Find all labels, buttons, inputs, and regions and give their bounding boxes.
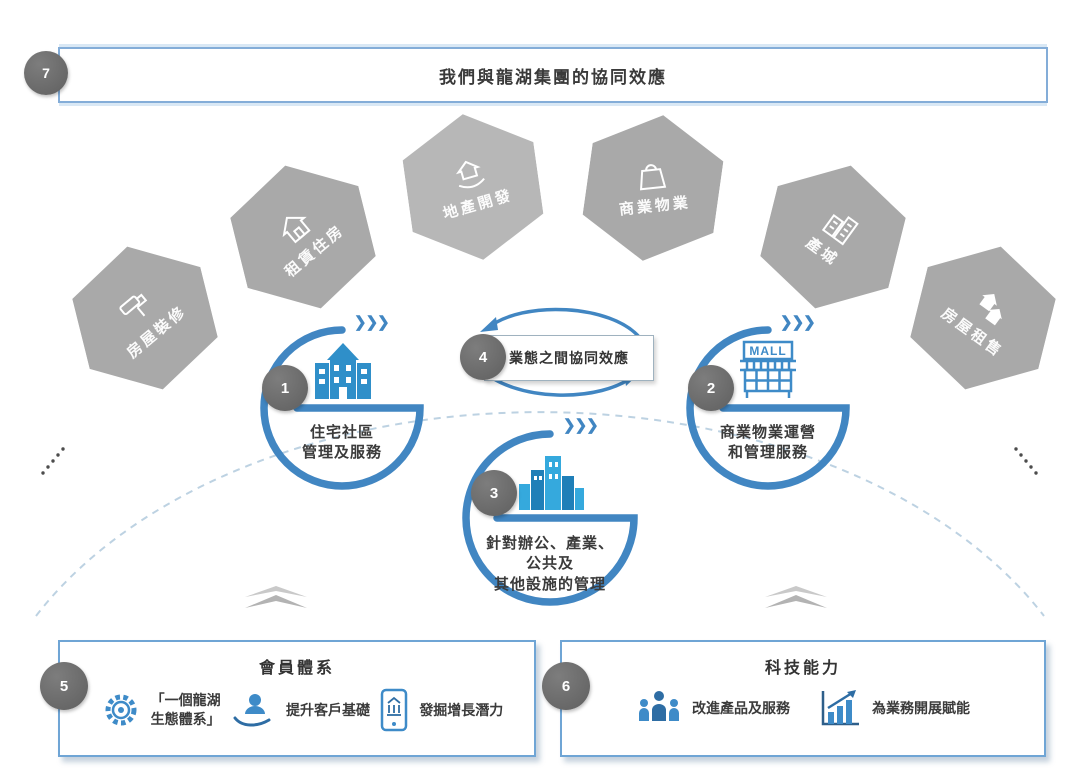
synergy-box: 業態之間協同效應 [484, 335, 654, 381]
circle-label-line: 住宅社區 [309, 424, 374, 441]
hexagon-rental-housing: 租賃住房 [212, 146, 394, 328]
circle-label-line: 公共及 [525, 555, 574, 573]
city-buildings-icon [519, 456, 584, 510]
hexagon-house-renovation: 房屋裝修 [54, 227, 236, 409]
gear-icon [105, 694, 137, 726]
synergy-between-formats: 業態之間協同效應 4 [460, 298, 658, 408]
circle-label: 住宅社區 管理及服務 [242, 423, 442, 464]
technology-capability-box: 6 科技能力 改進產品及服務 [542, 640, 1046, 757]
membership-item-growth: 發掘增長潛力 [379, 688, 503, 732]
membership-item-ecosystem: 「一個龍湖 生態體系」 [101, 690, 221, 730]
growth-chart-icon [821, 690, 859, 726]
badge-2: 2 [688, 365, 734, 411]
industrial-city-icon [818, 204, 863, 248]
circle-label-line: 針對辦公、產業、 [485, 535, 614, 552]
hexagon-industrial-city: 產城 [742, 146, 924, 328]
commercial-property-icon [633, 158, 670, 191]
chevron-up-icon [765, 586, 827, 608]
chevron-up-icon [245, 586, 307, 608]
right-dots [1014, 447, 1038, 475]
circle-label: 針對辦公、產業、 公共及 其他設施的管理 [445, 534, 655, 595]
circle-label: 商業物業運營 和管理服務 [668, 423, 868, 464]
technology-title: 科技能力 [764, 660, 841, 677]
hexagon-commercial-property: 商業物業 [568, 103, 737, 272]
fast-forward-icon: ❯❯❯ [780, 314, 816, 331]
hexagon-label: 商業物業 [618, 194, 692, 219]
rental-housing-icon [272, 205, 317, 250]
circle-label-line: 商業物業運營 [719, 424, 816, 441]
badge-1: 1 [262, 365, 308, 411]
customer-on-hand-icon [233, 694, 271, 727]
label-line: 生態體系」 [150, 711, 221, 727]
circle-label-line: 和管理服務 [727, 444, 808, 462]
technology-item-label: 改進產品及服務 [692, 699, 790, 716]
fast-forward-icon: ❯❯❯ [563, 417, 599, 434]
technology-item-products: 改進產品及服務 [636, 689, 790, 727]
house-sale-icon [968, 285, 1013, 329]
membership-item-label: 發掘增長潛力 [419, 701, 504, 718]
mall-icon: MALL [740, 340, 796, 398]
property-development-icon [448, 155, 491, 194]
circle-label-line: 管理及服務 [301, 444, 382, 462]
badge-4: 4 [460, 334, 506, 380]
badge-7: 7 [24, 51, 68, 95]
technology-items: 改進產品及服務 為業務開展賦能 [562, 688, 1044, 728]
membership-item-label: 提升客戶基礎 [285, 701, 370, 718]
hexagon-label: 地產開發 [441, 186, 516, 223]
people-group-icon [639, 691, 679, 721]
header-box: 7 我們與龍湖集團的協同效應 [24, 47, 1048, 103]
circle-arc [462, 430, 638, 606]
left-dots [41, 447, 65, 475]
label-line: 「一個龍湖 [150, 692, 221, 709]
technology-item-empower: 為業務開展賦能 [818, 688, 970, 728]
badge-3: 3 [471, 470, 517, 516]
hexagon-property-development: 地產開發 [388, 102, 557, 271]
badge-5: 5 [40, 662, 88, 710]
membership-item-label: 「一個龍湖 生態體系」 [151, 691, 221, 729]
circle-label-line: 其他設施的管理 [493, 575, 606, 593]
membership-title: 會員體系 [258, 660, 335, 677]
renovation-icon [114, 286, 159, 331]
fast-forward-icon: ❯❯❯ [354, 314, 390, 331]
service-circle-commercial: ❯❯❯ 2 MALL 商業物業運營 和管理服務 [668, 305, 868, 520]
circle-arc [686, 326, 850, 490]
badge-6: 6 [542, 662, 590, 710]
residential-building-icon [315, 343, 371, 399]
mall-sign-text: MALL [749, 344, 786, 358]
page-title: 我們與龍湖集團的協同效應 [439, 67, 667, 87]
membership-system-box: 5 會員體系 「一個龍湖 生態體系」 提升客 [40, 640, 536, 757]
service-circle-residential: ❯❯❯ 1 住宅社區 管理及服務 [242, 305, 442, 520]
technology-item-label: 為業務開展賦能 [872, 699, 970, 716]
hexagon-house-sale: 房屋租售 [892, 227, 1074, 409]
membership-item-customer-base: 提升客戶基礎 [230, 690, 370, 730]
service-circle-facilities: ❯❯❯ 3 針對辦公、產業、 公共及 其他設施的管理 [445, 410, 655, 640]
circle-arc [260, 326, 424, 490]
mobile-phone-icon [381, 688, 408, 732]
membership-items: 「一個龍湖 生態體系」 提升客戶基礎 [60, 688, 534, 732]
